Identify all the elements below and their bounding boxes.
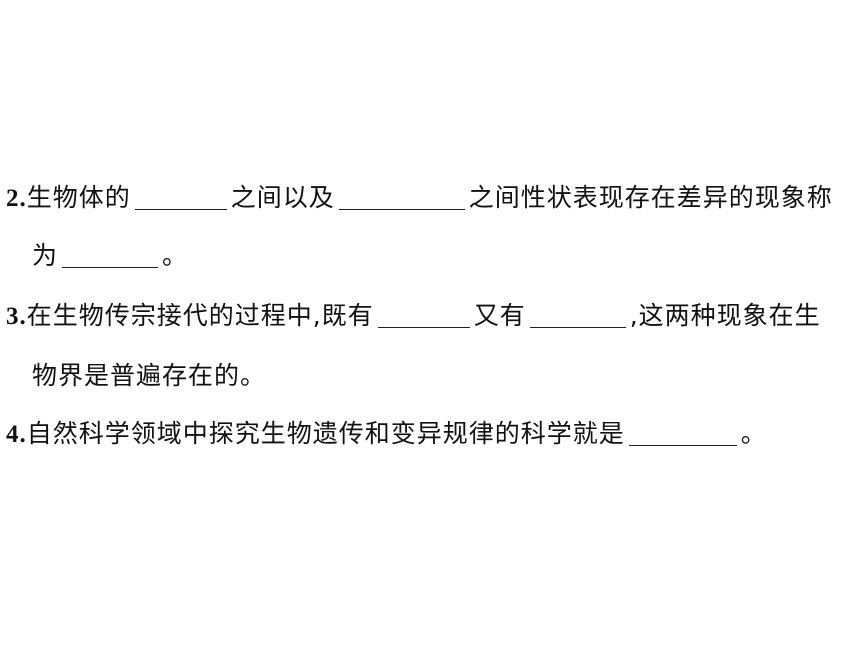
answer-blank[interactable] bbox=[62, 241, 159, 268]
question-2-line-2: 为。 bbox=[32, 238, 188, 274]
question-3-line-2: 物界是普遍存在的。 bbox=[32, 358, 266, 394]
question-2-line-1: 2.生物体的 之间以及 之间性状表现存在差异的现象称 bbox=[6, 180, 833, 217]
question-text: 在生物传宗接代的过程中,既有 bbox=[26, 301, 374, 330]
question-number: 3. bbox=[6, 303, 27, 330]
question-text: 为 bbox=[32, 241, 59, 270]
answer-blank[interactable] bbox=[338, 183, 465, 210]
question-number: 4. bbox=[6, 421, 27, 448]
question-text: 自然科学领域中探究生物遗传和变异规律的科学就是 bbox=[26, 419, 625, 448]
question-text: 之间性状表现存在差异的现象称 bbox=[468, 183, 833, 212]
question-text: 生物体的 bbox=[26, 183, 131, 212]
answer-blank[interactable] bbox=[377, 301, 470, 328]
question-text: 物界是普遍存在的。 bbox=[32, 361, 267, 390]
question-3-line-1: 3.在生物传宗接代的过程中,既有 又有 ,这两种现象在生 bbox=[6, 298, 821, 335]
answer-blank[interactable] bbox=[628, 419, 737, 446]
question-number: 2. bbox=[6, 185, 27, 212]
question-4-line-1: 4.自然科学领域中探究生物遗传和变异规律的科学就是 。 bbox=[6, 416, 767, 453]
answer-blank[interactable] bbox=[529, 301, 626, 328]
question-text: 之间以及 bbox=[230, 183, 335, 212]
question-text: 。 bbox=[162, 241, 189, 270]
question-text: 又有 bbox=[473, 301, 526, 330]
answer-blank[interactable] bbox=[134, 183, 227, 210]
question-text: 。 bbox=[740, 419, 767, 448]
question-text: ,这两种现象在生 bbox=[629, 301, 821, 330]
